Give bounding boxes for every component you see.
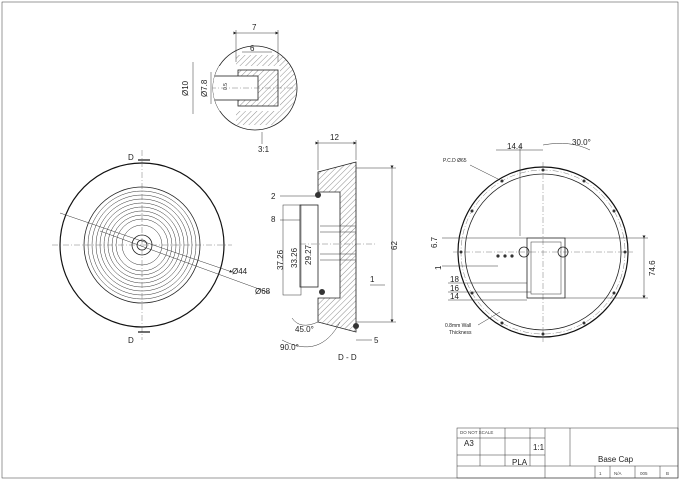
rear-dim-14-4: 14.4 xyxy=(507,142,523,151)
rear-dim-6-7: 6.7 xyxy=(430,236,439,248)
section-angle-90: 90.0° xyxy=(280,343,299,352)
front-dim-dia68: Ø68 xyxy=(255,287,271,296)
section-angle-45: 45.0° xyxy=(295,325,314,334)
tb-scale: 1:1 xyxy=(533,443,545,452)
front-view: D D Ø44 Ø68 xyxy=(52,150,271,345)
tb-dwg-no: N/A xyxy=(614,471,622,476)
tb-size: A3 xyxy=(464,439,474,448)
detail-scale: 3:1 xyxy=(258,145,270,154)
tb-qty: 005 xyxy=(640,471,648,476)
section-dim-1: 1 xyxy=(370,275,375,284)
section-dim-5: 5 xyxy=(374,336,379,345)
tb-rev: B xyxy=(666,471,669,476)
section-dim-29: 29.27 xyxy=(304,244,313,265)
front-dim-dia44: Ø44 xyxy=(232,267,248,276)
detail-dim-small: 0.5 xyxy=(223,83,229,90)
section-dim-33: 33.26 xyxy=(290,247,299,268)
rear-view: 14.4 30.0° P.C.D Ø65 6.7 1 18 16 14 74.6… xyxy=(430,138,657,342)
section-dim-62: 62 xyxy=(390,241,399,250)
detail-dim-dia-inner: Ø7.8 xyxy=(200,79,209,97)
section-label: D - D xyxy=(338,353,357,362)
rear-dim-74-6: 74.6 xyxy=(648,260,657,276)
rear-dim-18: 18 xyxy=(450,275,459,284)
detail-view: 7 6 Ø10 Ø7.8 0.5 3:1 xyxy=(181,23,298,154)
tb-material: PLA xyxy=(512,458,528,467)
section-dim-37: 37.26 xyxy=(276,249,285,270)
section-dim-8: 8 xyxy=(271,215,276,224)
rear-dim-16: 16 xyxy=(450,284,459,293)
rear-angle-30: 30.0° xyxy=(572,138,591,147)
section-mark-top: D xyxy=(128,153,134,162)
detail-dim-inner: 6 xyxy=(250,44,255,53)
section-view: 12 2 8 37.26 33.26 29.27 62 1 5 45.0° 90… xyxy=(271,133,399,362)
tb-do-not-scale: DO NOT SCALE xyxy=(460,430,493,435)
detail-dim-width: 7 xyxy=(252,23,257,32)
rear-wall-note-2: Thickness xyxy=(449,330,472,336)
detail-dim-dia-outer: Ø10 xyxy=(181,80,190,96)
rear-pcd: P.C.D Ø65 xyxy=(443,158,467,164)
title-block: DO NOT SCALE A3 1:1 PLA Base Cap 1 N/A 0… xyxy=(456,427,679,479)
section-mark-bottom: D xyxy=(128,336,134,345)
section-dim-2: 2 xyxy=(271,192,276,201)
rear-dim-14: 14 xyxy=(450,292,459,301)
rear-wall-note-1: 0.8mm Wall xyxy=(445,323,471,329)
tb-sheet: 1 xyxy=(599,471,602,476)
tb-title: Base Cap xyxy=(598,455,634,464)
section-dim-top: 12 xyxy=(330,133,339,142)
rear-dim-1: 1 xyxy=(434,265,443,270)
